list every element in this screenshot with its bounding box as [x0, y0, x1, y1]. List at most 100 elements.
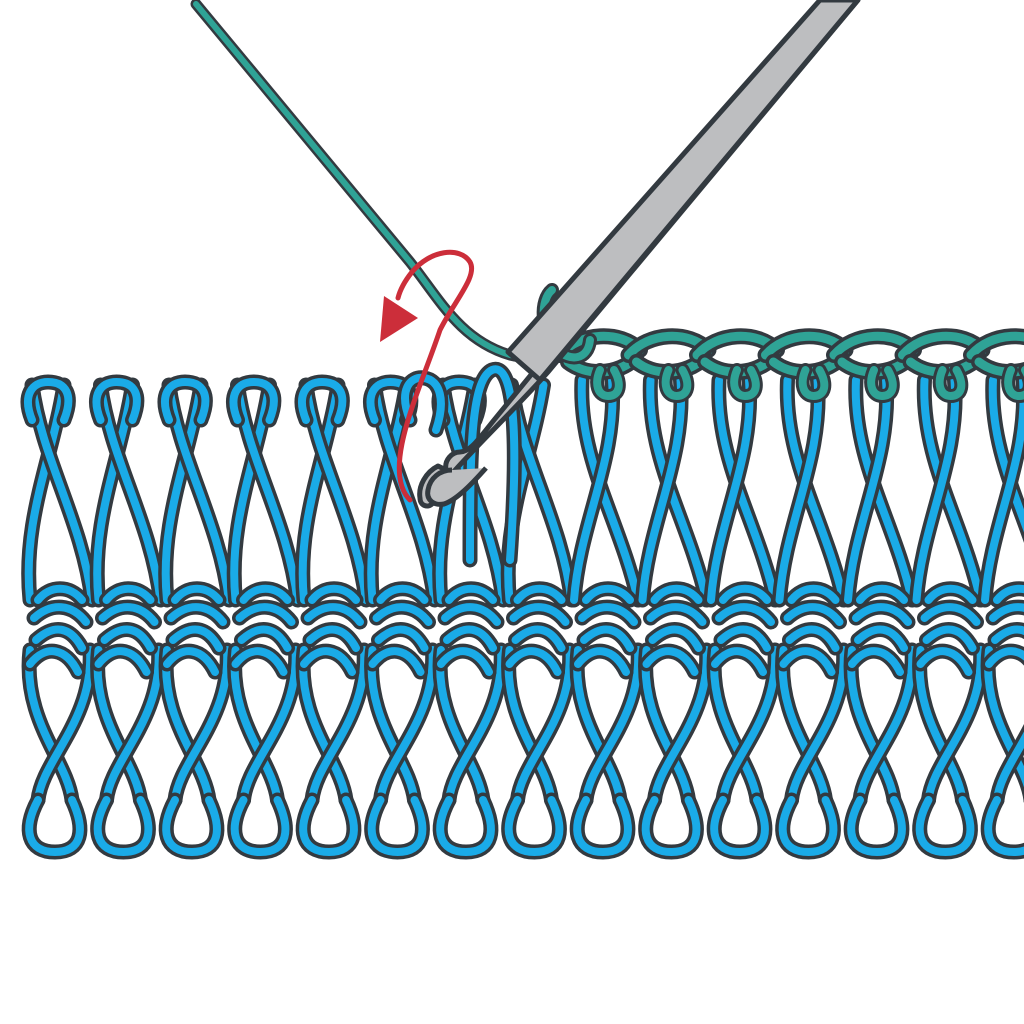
knot-wrap — [236, 581, 295, 608]
chain-stitch-loop — [727, 363, 763, 403]
top-strand — [295, 377, 346, 608]
knot-wrap — [373, 581, 432, 608]
bottom-strand — [90, 642, 148, 808]
knot-wrap — [570, 643, 634, 680]
top-loop — [20, 374, 76, 428]
bottom-loop — [432, 792, 499, 860]
bottom-loop — [775, 792, 841, 860]
knot-wrap — [711, 599, 779, 630]
bottom-loop — [364, 792, 430, 860]
bottom-loop — [843, 792, 910, 860]
bottom-strand — [569, 642, 628, 808]
bottom-strand — [432, 642, 491, 808]
knot-wrap — [439, 622, 501, 656]
worked-strand — [772, 372, 826, 608]
knot-wrap — [985, 599, 1024, 626]
worked-strand — [977, 372, 1024, 608]
knot-wrap — [844, 643, 908, 680]
knot-wrap — [510, 581, 569, 608]
knot-wrap — [715, 581, 775, 608]
bottom-strand — [921, 642, 989, 808]
knot-wrap — [28, 622, 90, 656]
bottom-loop — [569, 792, 636, 860]
knot-wrap — [850, 622, 912, 656]
bottom-strand — [775, 642, 833, 808]
knot-wrap — [234, 622, 295, 656]
knot-wrap — [639, 643, 702, 680]
knot-wrap — [574, 599, 642, 630]
bottom-strand — [706, 642, 765, 808]
knot-wrap — [30, 581, 90, 608]
knot-wrap — [22, 643, 86, 680]
bottom-strand — [441, 642, 509, 808]
knot-wrap — [163, 599, 231, 630]
bottom-strand — [852, 642, 920, 808]
chain-stitch-loop — [932, 363, 969, 403]
top-loop — [89, 374, 145, 428]
knot-wrap — [989, 581, 1024, 608]
knot-wrap — [167, 581, 227, 608]
knot-wrap — [437, 599, 505, 630]
worked-strand — [840, 372, 895, 608]
bottom-loop — [638, 792, 704, 860]
knot-wrap — [919, 622, 980, 656]
curved-arrow-icon — [380, 249, 475, 503]
knot-wrap — [643, 599, 710, 630]
bottom-strand — [30, 642, 98, 808]
green-chain-row — [552, 328, 1024, 403]
worked-strand — [703, 372, 758, 608]
chain-stitch-loop — [795, 363, 832, 403]
arrow-curve — [395, 249, 475, 503]
bottom-loop — [21, 792, 88, 860]
top-strand — [226, 377, 277, 608]
bottom-strand — [912, 642, 970, 808]
bottom-loop — [706, 792, 773, 860]
bottom-strand — [980, 642, 1024, 803]
chain-stitch-loop — [590, 363, 626, 403]
knot-wrap — [784, 581, 843, 608]
chain-stitch-loop — [1001, 363, 1024, 403]
top-strand — [21, 377, 72, 608]
bottom-loop — [980, 792, 1024, 860]
worked-strand — [566, 372, 621, 608]
knot-wrap — [300, 599, 368, 630]
knot-wrap — [707, 643, 771, 680]
knot-wrap — [913, 643, 976, 680]
knot-wrap — [981, 643, 1024, 672]
knot-wrap — [232, 599, 299, 630]
knot-wrap — [506, 599, 573, 630]
knot-wrap — [91, 643, 154, 680]
knot-wrap — [302, 622, 364, 656]
knot-wrap — [159, 643, 223, 680]
bottom-loop — [158, 792, 225, 860]
knot-wrap — [508, 622, 569, 656]
knot-wrap — [228, 643, 291, 680]
knot-wrap — [304, 581, 364, 608]
bottom-loop-row — [21, 792, 1024, 860]
knot-wrap — [165, 622, 227, 656]
top-strand — [89, 377, 140, 608]
knot-wrap — [647, 581, 706, 608]
arrow-head — [380, 296, 418, 342]
bottom-strand — [373, 642, 441, 808]
bottom-strand — [364, 642, 422, 808]
knot-wrap — [987, 622, 1024, 648]
knot-wrap — [782, 622, 843, 656]
knot-wrap — [369, 599, 436, 630]
knot-wrap — [502, 643, 565, 680]
bottom-strand — [21, 642, 80, 808]
bottom-strand — [304, 642, 372, 808]
hook-head — [425, 466, 488, 507]
bottom-strand — [501, 642, 559, 808]
bottom-strand — [99, 642, 167, 808]
chain-stitch-loop — [658, 363, 695, 403]
bottom-strand — [578, 642, 646, 808]
top-loop — [294, 374, 350, 428]
knot-wrap — [365, 643, 428, 680]
bottom-strand — [647, 642, 715, 808]
middle-knot-row — [22, 581, 1024, 680]
knot-wrap — [578, 581, 638, 608]
knot-wrap — [26, 599, 94, 630]
